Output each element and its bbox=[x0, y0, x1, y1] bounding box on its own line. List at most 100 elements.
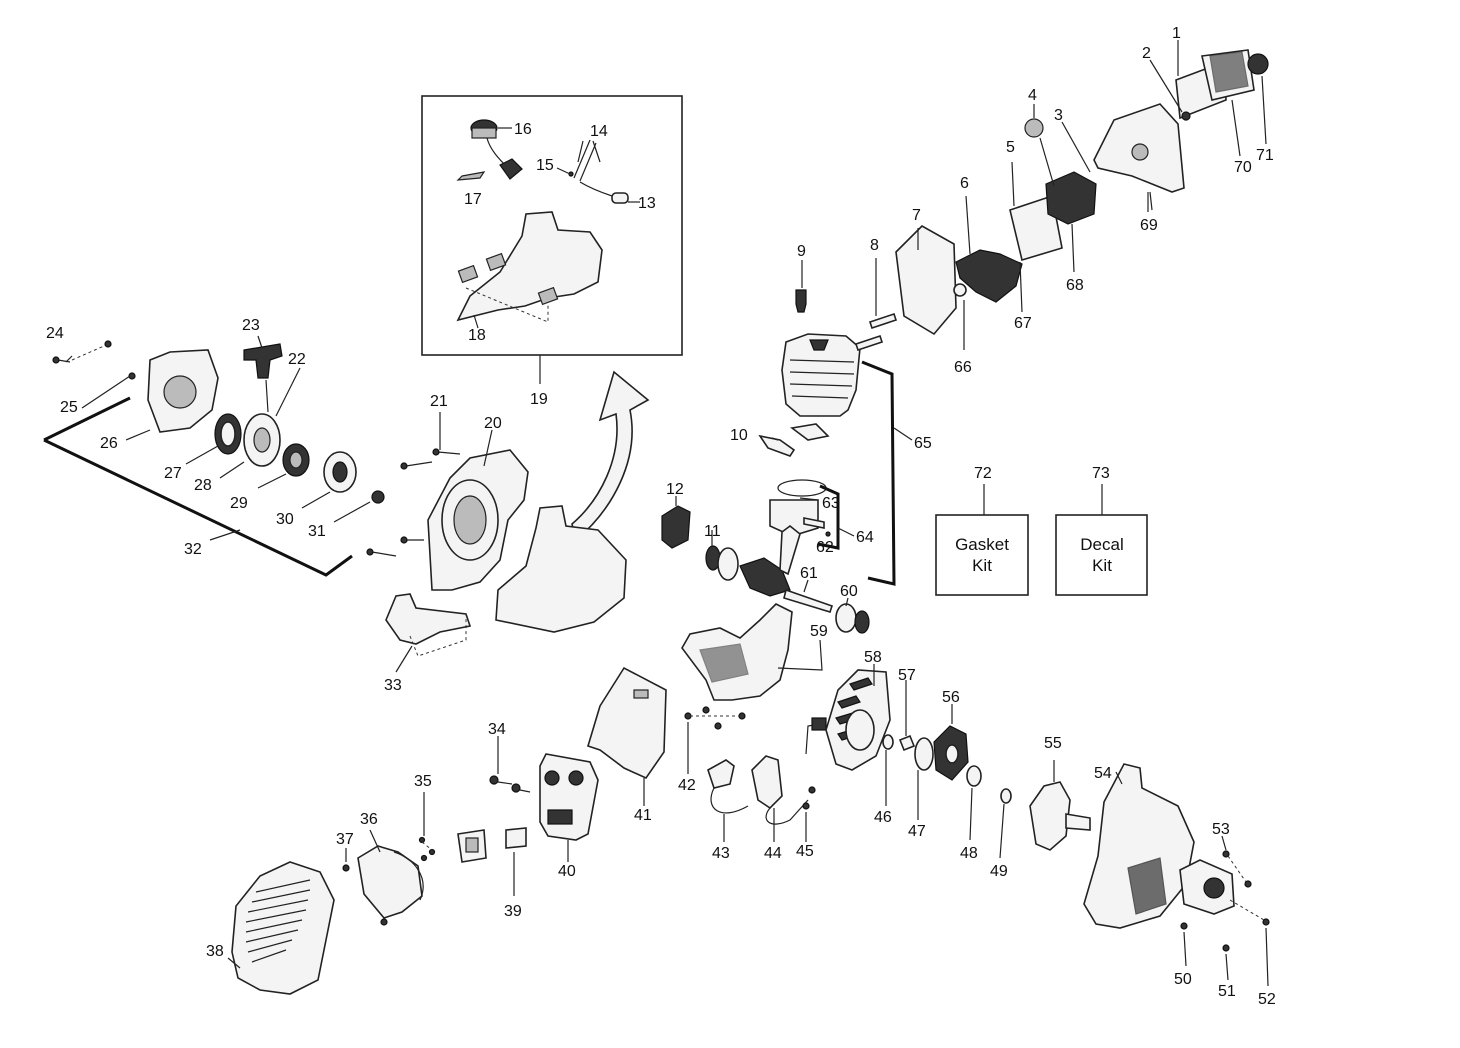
ignition-coil-part bbox=[751, 755, 783, 810]
label-44: 44 bbox=[764, 845, 782, 862]
label-4: 4 bbox=[1028, 87, 1037, 104]
label-34: 34 bbox=[488, 721, 506, 738]
label-3: 3 bbox=[1054, 107, 1063, 124]
starter-assembly-bracket bbox=[43, 396, 353, 577]
label-59: 59 bbox=[810, 623, 828, 640]
decal-kit-subtitle: Kit bbox=[1092, 556, 1112, 575]
heat-shield-part bbox=[587, 666, 667, 780]
label-27: 27 bbox=[164, 465, 182, 482]
inset-pointer-arrow bbox=[571, 370, 650, 542]
label-63: 63 bbox=[822, 495, 840, 512]
label-54: 54 bbox=[1094, 765, 1112, 782]
label-26: 26 bbox=[100, 435, 118, 452]
label-36: 36 bbox=[360, 811, 378, 828]
label-12: 12 bbox=[666, 481, 684, 498]
clutch-spring-part bbox=[966, 765, 982, 787]
decal-kit-box bbox=[1055, 514, 1148, 596]
shroud-screws bbox=[342, 836, 436, 926]
label-49: 49 bbox=[990, 863, 1008, 880]
insulator-part bbox=[895, 225, 957, 336]
label-28: 28 bbox=[194, 477, 212, 494]
label-1: 1 bbox=[1172, 25, 1181, 42]
label-40: 40 bbox=[558, 863, 576, 880]
label-64: 64 bbox=[856, 529, 874, 546]
spacer-part bbox=[898, 734, 916, 752]
fuel-cap-part bbox=[470, 119, 498, 139]
label-69: 69 bbox=[1140, 217, 1158, 234]
label-60: 60 bbox=[840, 583, 858, 600]
filter-knob-part bbox=[1247, 53, 1269, 75]
label-41: 41 bbox=[634, 807, 652, 824]
label-56: 56 bbox=[942, 689, 960, 706]
label-61: 61 bbox=[800, 565, 818, 582]
clutch-drum-part bbox=[1029, 781, 1071, 851]
label-50: 50 bbox=[1174, 971, 1192, 988]
cover-vents bbox=[245, 879, 311, 963]
label-11: 11 bbox=[704, 523, 721, 540]
flat-washer-part bbox=[1000, 788, 1012, 804]
tank-main-part bbox=[495, 505, 627, 633]
label-13: 13 bbox=[638, 195, 656, 212]
vent-part bbox=[499, 158, 523, 180]
gasket-kit-box bbox=[935, 514, 1029, 596]
air-intake-plate-part bbox=[385, 593, 472, 645]
label-43: 43 bbox=[712, 845, 730, 862]
label-62: 62 bbox=[816, 539, 834, 556]
label-73: 73 bbox=[1092, 465, 1110, 482]
label-58: 58 bbox=[864, 649, 882, 666]
label-25: 25 bbox=[60, 399, 78, 416]
carburetor-part bbox=[1045, 171, 1097, 225]
label-18: 18 bbox=[468, 327, 486, 344]
label-16: 16 bbox=[514, 121, 532, 138]
shroud-part bbox=[357, 845, 423, 919]
washer-part bbox=[882, 734, 894, 750]
fuel-line-part bbox=[568, 139, 629, 204]
label-21: 21 bbox=[430, 393, 448, 410]
label-33: 33 bbox=[384, 677, 402, 694]
label-9: 9 bbox=[797, 243, 806, 260]
label-10: 10 bbox=[730, 427, 748, 444]
label-35: 35 bbox=[414, 773, 432, 790]
label-29: 29 bbox=[230, 495, 248, 512]
label-24: 24 bbox=[46, 325, 64, 342]
label-37: 37 bbox=[336, 831, 354, 848]
label-19: 19 bbox=[530, 391, 548, 408]
gasket-kit-title: Gasket bbox=[955, 535, 1009, 554]
label-5: 5 bbox=[1006, 139, 1015, 156]
crank-seal-part bbox=[835, 603, 857, 633]
label-51: 51 bbox=[1218, 983, 1236, 1000]
piston-ring-part bbox=[777, 479, 827, 497]
intake-manifold-part bbox=[955, 249, 1023, 303]
label-42: 42 bbox=[678, 777, 696, 794]
filter-nut-part bbox=[1181, 111, 1191, 121]
clutch-washer-part bbox=[914, 737, 934, 771]
crankshaft-part bbox=[739, 557, 791, 597]
cylinder-assembly-bracket bbox=[861, 360, 896, 586]
label-65: 65 bbox=[914, 435, 932, 452]
housing-screws bbox=[52, 340, 136, 380]
label-14: 14 bbox=[590, 123, 608, 140]
label-8: 8 bbox=[870, 237, 879, 254]
label-32: 32 bbox=[184, 541, 202, 558]
decal-kit-title: Decal bbox=[1080, 535, 1123, 554]
label-66: 66 bbox=[954, 359, 972, 376]
ignition-part bbox=[661, 505, 691, 549]
label-45: 45 bbox=[796, 843, 814, 860]
crankcase-screws bbox=[684, 706, 746, 730]
piston-part bbox=[769, 499, 819, 537]
label-2: 2 bbox=[1142, 45, 1151, 62]
label-6: 6 bbox=[960, 175, 969, 192]
gear-housing-part bbox=[1083, 763, 1195, 929]
part-labels: 1 2 3 4 5 6 7 8 9 10 11 12 13 14 15 16 1… bbox=[46, 25, 1276, 1008]
muffler-bolts bbox=[489, 775, 531, 793]
ignition-lead-part bbox=[707, 759, 735, 789]
label-67: 67 bbox=[1014, 315, 1032, 332]
starter-handle-part bbox=[243, 343, 283, 379]
housing-bolts bbox=[366, 448, 461, 557]
label-39: 39 bbox=[504, 903, 522, 920]
intake-bolt-part bbox=[868, 312, 898, 330]
label-68: 68 bbox=[1066, 277, 1084, 294]
label-53: 53 bbox=[1212, 821, 1230, 838]
muffler-clip-part bbox=[790, 423, 830, 441]
primer-bulb-part bbox=[1024, 118, 1044, 138]
